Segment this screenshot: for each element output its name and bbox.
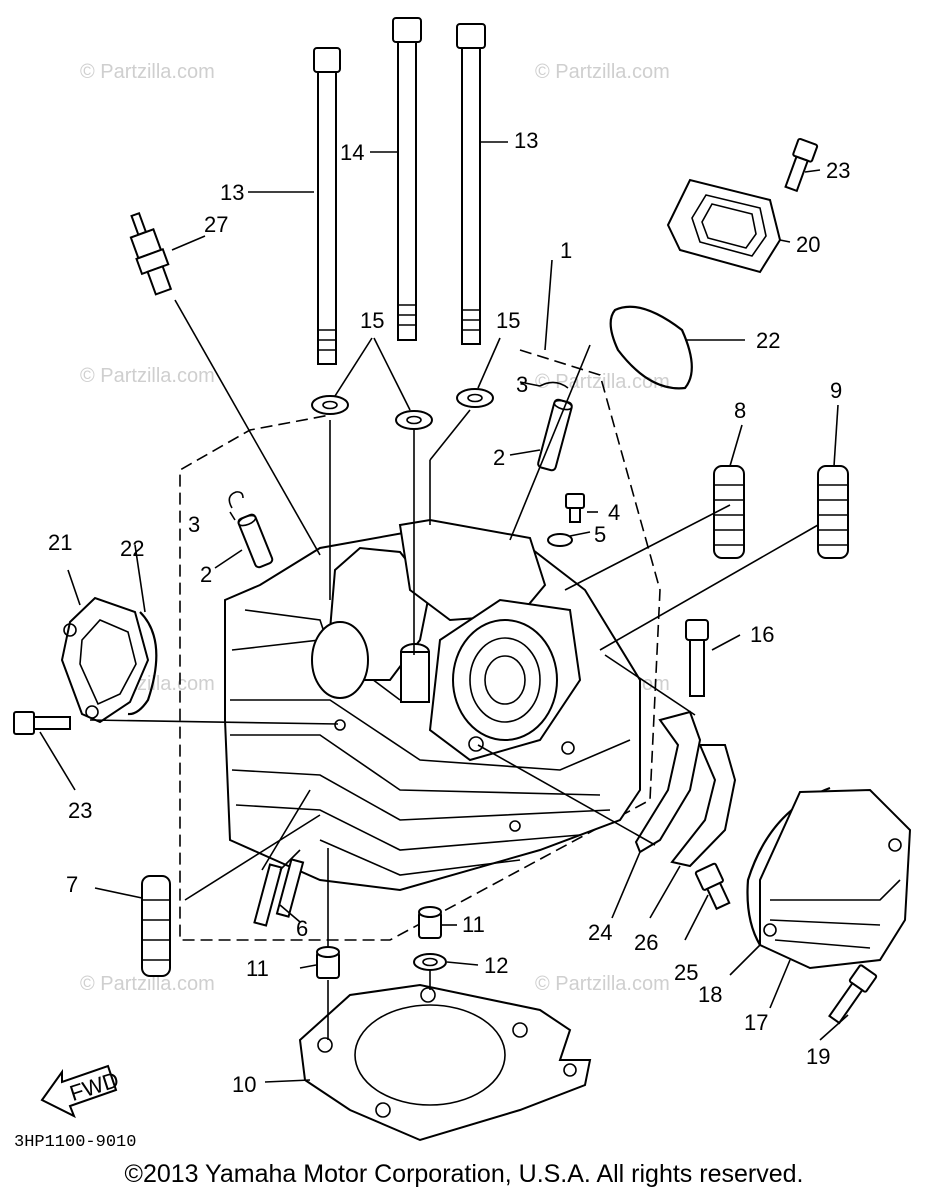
callout-5: 5	[594, 522, 606, 547]
watermark: © Partzilla.com	[80, 61, 215, 83]
callout-23: 23	[68, 798, 92, 823]
side-cover-left	[60, 596, 150, 724]
head-gasket	[298, 983, 592, 1142]
valve-clip-right	[539, 381, 569, 389]
bolt-25	[694, 862, 731, 911]
callout-labels: 1 2 2 3 3 4 5 6 7 8 9 10 11 11 12 13 13 …	[48, 128, 850, 1097]
dowel-11-left	[316, 946, 340, 979]
bolt-19	[828, 964, 878, 1025]
callout-2: 2	[200, 562, 212, 587]
head-bolts	[313, 17, 486, 365]
bolt-top-right	[784, 137, 819, 193]
valve-clip-left	[228, 491, 244, 509]
callout-13: 13	[514, 128, 538, 153]
bolt-left	[13, 711, 71, 735]
callout-10: 10	[232, 1072, 256, 1097]
callout-2: 2	[493, 445, 505, 470]
assembly-boundary	[179, 349, 661, 941]
callout-14: 14	[340, 140, 364, 165]
watermark: © Partzilla.com	[80, 973, 215, 995]
cylinder-head	[224, 518, 641, 892]
studs	[253, 858, 305, 927]
callout-15: 15	[496, 308, 520, 333]
callout-19: 19	[806, 1044, 830, 1069]
callout-25: 25	[674, 960, 698, 985]
diagram-code: 3HP1100-9010	[14, 1133, 136, 1152]
fwd-arrow: FWD	[40, 1064, 122, 1119]
callout-18: 18	[698, 982, 722, 1007]
watermark: © Partzilla.com	[80, 365, 215, 387]
leader-lines	[39, 141, 849, 1083]
callout-4: 4	[608, 500, 620, 525]
callout-9: 9	[830, 378, 842, 403]
callout-26: 26	[634, 930, 658, 955]
fwd-label: FWD	[67, 1067, 122, 1106]
seal-12	[413, 953, 447, 971]
callout-16: 16	[750, 622, 774, 647]
callout-6: 6	[296, 916, 308, 941]
side-cover-right	[746, 786, 912, 970]
copyright-notice: ©2013 Yamaha Motor Corporation, U.S.A. A…	[124, 1160, 804, 1188]
spark-plug	[129, 211, 173, 296]
callout-3: 3	[516, 372, 528, 397]
callout-17: 17	[744, 1010, 768, 1035]
callout-13: 13	[220, 180, 244, 205]
callout-11: 11	[246, 956, 269, 981]
callout-24: 24	[588, 920, 612, 945]
small-bolt	[565, 493, 585, 523]
dowel-11-right	[418, 906, 442, 939]
watermark: © Partzilla.com	[535, 973, 670, 995]
bolt-16	[685, 619, 709, 697]
rocker-shaft-9	[817, 465, 849, 559]
callout-22: 22	[120, 536, 144, 561]
callout-7: 7	[66, 872, 78, 897]
callout-23: 23	[826, 158, 850, 183]
callout-27: 27	[204, 212, 228, 237]
o-ring-left	[127, 611, 158, 716]
o-ring-upper	[609, 305, 693, 390]
rocker-shaft-8	[713, 465, 745, 559]
tappet-cover-top	[666, 178, 782, 274]
callout-15: 15	[360, 308, 384, 333]
head-bolt-right	[456, 23, 486, 345]
callout-21: 21	[48, 530, 72, 555]
callout-8: 8	[734, 398, 746, 423]
callout-22: 22	[756, 328, 780, 353]
valve-guide-left	[237, 513, 274, 569]
washers	[311, 388, 494, 430]
small-washer	[547, 533, 573, 547]
callout-12: 12	[484, 953, 508, 978]
head-bolt-left	[313, 47, 341, 365]
callout-11: 11	[462, 912, 485, 937]
callout-20: 20	[796, 232, 820, 257]
callout-3: 3	[188, 512, 200, 537]
callout-1: 1	[560, 238, 572, 263]
head-bolt-center	[392, 17, 422, 341]
watermark: © Partzilla.com	[535, 61, 670, 83]
dowel-7	[141, 875, 171, 977]
chain-guide-stopper	[634, 710, 737, 868]
